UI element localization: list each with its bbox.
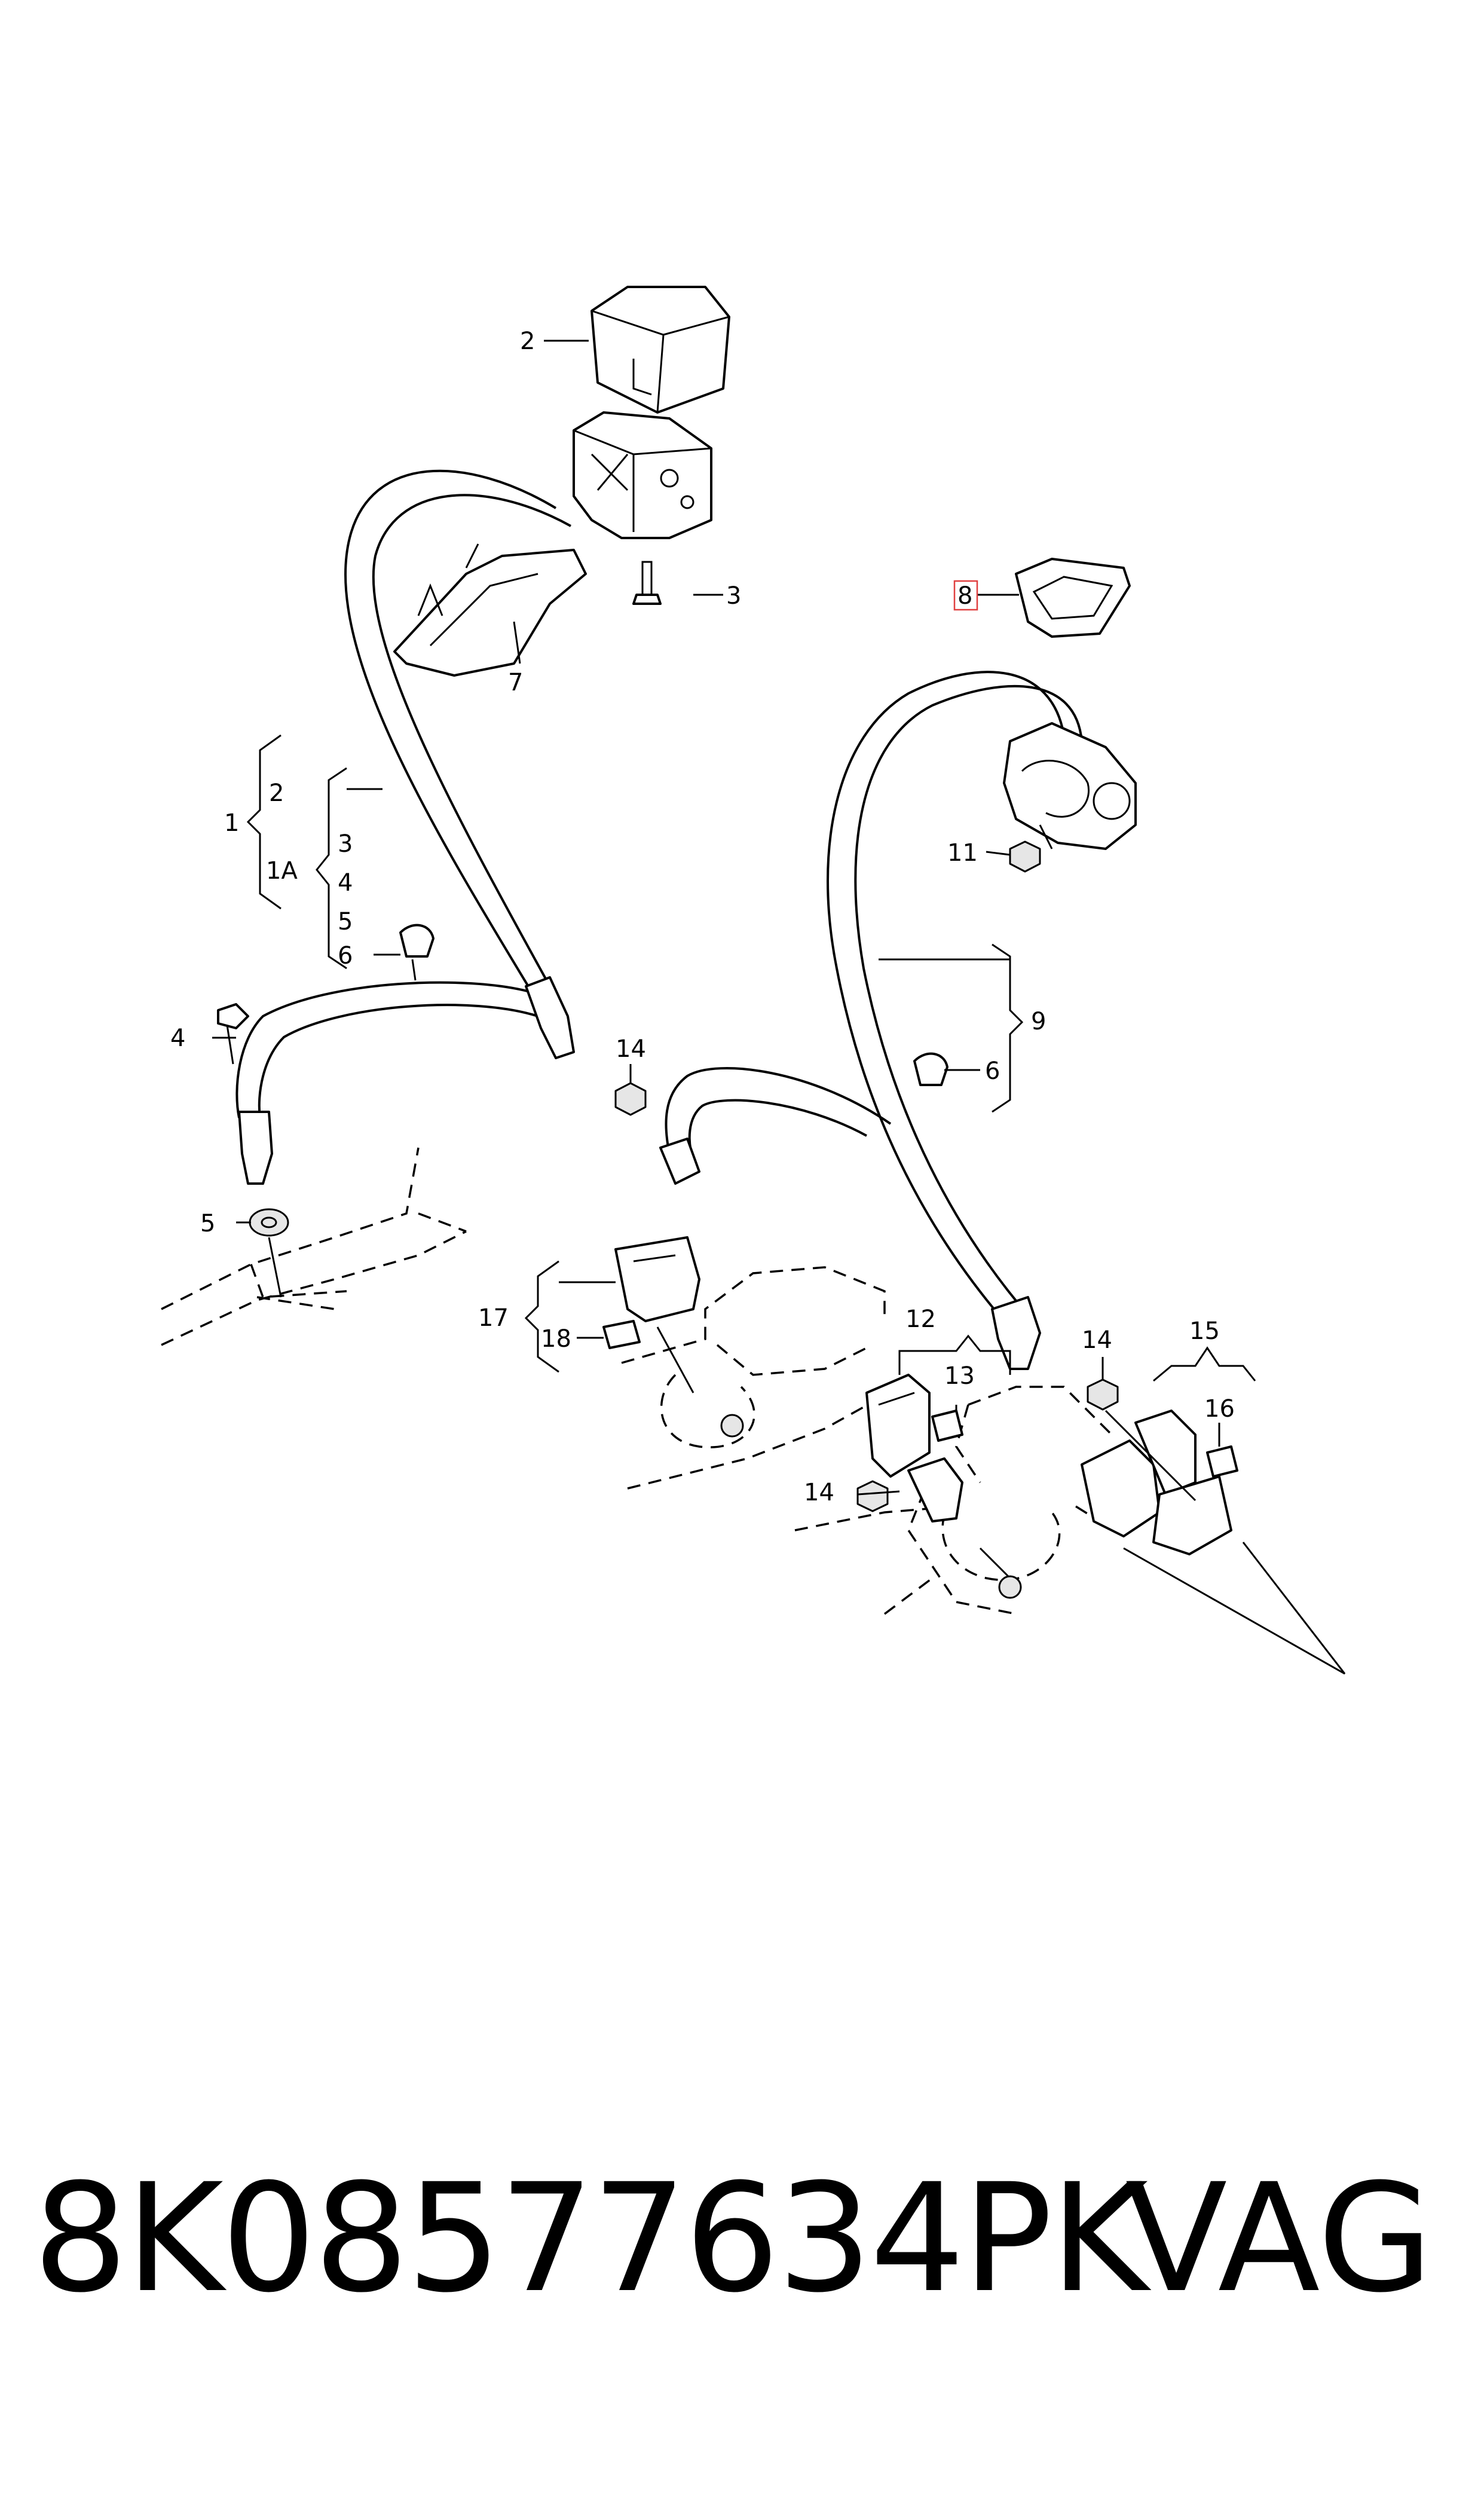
- bolt-4: [217, 1003, 249, 1065]
- washer-5-left: [249, 1208, 289, 1298]
- callout-5-bracket: 5: [338, 908, 353, 936]
- callout-2-top: 2: [520, 328, 535, 355]
- callout-1a: 1A: [266, 857, 298, 885]
- callout-2-bracket: 2: [269, 779, 284, 807]
- callout-3-bracket: 3: [338, 830, 353, 858]
- nut-11: [1009, 840, 1041, 873]
- retractor-cover: [590, 286, 730, 414]
- callout-12: 12: [905, 1306, 936, 1333]
- callout-8: 8: [957, 582, 972, 610]
- callout-14-upper: 14: [616, 1035, 646, 1063]
- callout-15: 15: [1189, 1317, 1220, 1345]
- callout-13: 13: [944, 1362, 975, 1390]
- leader-lines: [212, 340, 1256, 1496]
- part-number: 8K08577634PK: [33, 2151, 1148, 2325]
- belt-guide-trim: [393, 543, 587, 677]
- callout-18: 18: [541, 1325, 571, 1353]
- callout-16: 16: [1204, 1395, 1235, 1423]
- highlight-box-8: [953, 580, 978, 611]
- clip-6-right: [913, 1052, 948, 1086]
- buckle-12: [856, 1374, 1022, 1599]
- callout-9: 9: [1031, 1008, 1046, 1035]
- callout-14-right: 14: [1082, 1326, 1112, 1354]
- callout-6-right: 6: [985, 1057, 1000, 1085]
- callout-11: 11: [947, 839, 978, 867]
- callout-1: 1: [224, 809, 239, 837]
- callout-4-bracket: 4: [338, 869, 353, 897]
- floor-outline-left: [161, 1147, 467, 1346]
- clip-6-left: [399, 924, 435, 981]
- callout-6-left: 6: [338, 942, 353, 970]
- callout-5-washer: 5: [200, 1210, 215, 1237]
- callout-3-top: 3: [726, 582, 741, 610]
- brand-label: VAG: [1125, 2151, 1433, 2325]
- callout-4-bolt: 4: [170, 1025, 185, 1052]
- callout-7: 7: [508, 669, 523, 696]
- buckle-15: [1081, 1378, 1346, 1675]
- right-retractor: [1003, 722, 1137, 850]
- right-trim-cover: [1015, 558, 1131, 638]
- left-seat-belt: [235, 469, 575, 1185]
- nut-14-upper: [614, 1082, 647, 1116]
- left-retractor: [573, 411, 712, 605]
- callout-labels: 2 3 7 8 1 2 1A 3 4 5 6 11 4 9 14 6 5 17 …: [170, 328, 1235, 1506]
- callout-14-lower: 14: [804, 1479, 834, 1506]
- callout-17: 17: [478, 1304, 509, 1332]
- buckle-17: [602, 1236, 744, 1438]
